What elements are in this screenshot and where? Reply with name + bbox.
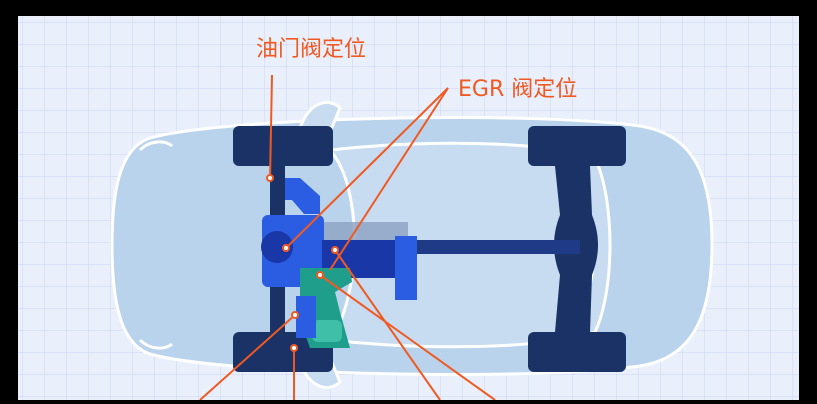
label-egr-position: EGR 阀定位 xyxy=(458,77,578,102)
front-suspension-bottom xyxy=(270,287,285,332)
sensor-dot-egr xyxy=(282,244,290,252)
leader-egr-b xyxy=(329,87,449,271)
sensor-dot-bottom-left xyxy=(291,311,299,319)
intake-pipe xyxy=(278,178,320,214)
sensor-dot-bottom-mid xyxy=(290,344,298,352)
front-axle-hub xyxy=(261,231,293,263)
tire-rear-top xyxy=(528,126,626,166)
tire-rear-bottom xyxy=(528,332,626,372)
leader-bottom-left xyxy=(199,314,296,400)
leader-egr xyxy=(285,87,449,249)
leader-bottom-right-b xyxy=(319,274,496,400)
headlight-top xyxy=(138,140,173,152)
sensor-dot-exhaust xyxy=(316,271,324,279)
leader-bottom-right-a xyxy=(334,249,441,400)
label-throttle-position: 油门阀定位 xyxy=(256,37,367,62)
sensor-dot-egr-b xyxy=(331,246,339,254)
tire-front-top xyxy=(233,126,333,166)
exhaust-pipe xyxy=(296,296,316,338)
exhaust-catalyst xyxy=(312,320,342,342)
drive-shaft xyxy=(405,240,580,254)
headlight-bottom xyxy=(138,338,173,350)
mirror-top xyxy=(297,101,342,134)
front-suspension-top xyxy=(270,166,285,215)
transmission xyxy=(395,236,417,300)
leader-throttle xyxy=(269,74,273,181)
sensor-dot-throttle xyxy=(266,174,274,182)
